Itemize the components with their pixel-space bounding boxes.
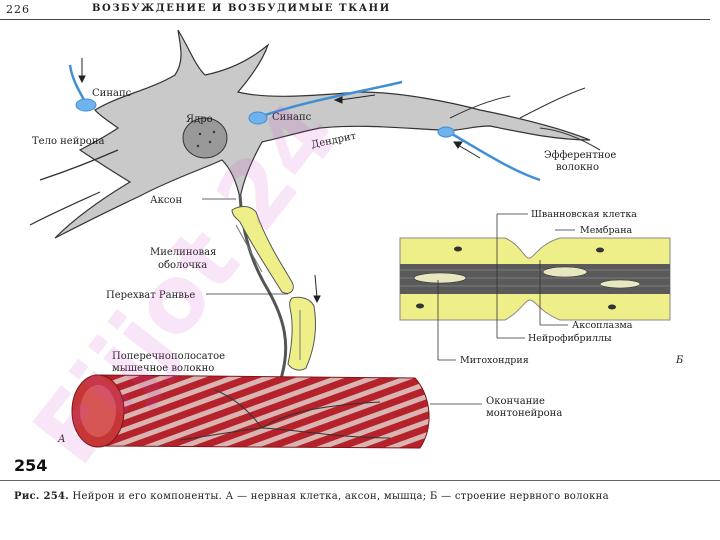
label-myelin-1: Миелиновая	[150, 247, 216, 258]
figure-rule	[0, 480, 720, 481]
myelin-sheath-1	[231, 206, 294, 294]
page-number: 226	[6, 3, 30, 16]
header-rule	[0, 19, 710, 20]
label-schwann: Шванновская клетка	[531, 209, 637, 220]
label-axon: Аксон	[150, 195, 182, 206]
label-synapse-left: Синапс	[92, 88, 132, 99]
caption-prefix: Рис. 254.	[14, 491, 70, 502]
figure-caption: Рис. 254. Нейрон и его компоненты. А — н…	[14, 490, 704, 503]
running-title: ВОЗБУЖДЕНИЕ И ВОЗБУДИМЫЕ ТКАНИ	[92, 3, 391, 14]
leader-lines	[202, 198, 575, 405]
label-ending-1: Окончание	[486, 396, 545, 407]
neuron-soma	[54, 29, 591, 239]
muscle-fiber	[71, 374, 430, 449]
nucleus	[182, 117, 228, 159]
page-header: 226 ВОЗБУЖДЕНИЕ И ВОЗБУДИМЫЕ ТКАНИ	[0, 0, 720, 22]
label-ending-2: монтонейрона	[486, 408, 562, 419]
label-efferent-2: волокно	[556, 162, 599, 173]
label-dendrite: Дендрит	[310, 131, 357, 151]
label-panel-b: Б	[675, 355, 684, 366]
caption-text: Нейрон и его компоненты. А — нервная кле…	[69, 491, 609, 502]
synapse-left	[68, 64, 97, 112]
label-axoplasm: Аксоплазма	[572, 320, 633, 331]
label-membrane: Мембрана	[580, 225, 633, 236]
label-neurofibrils: Нейрофибриллы	[528, 333, 612, 344]
figure-number: 254	[14, 456, 48, 475]
arrow-icons	[78, 58, 481, 304]
label-neuron-body: Тело нейрона	[32, 136, 104, 147]
myelin-sheath-2	[287, 296, 317, 371]
efferent-synapse	[437, 126, 541, 182]
neuron-cell	[29, 29, 601, 239]
label-myelin-2: оболочка	[158, 260, 207, 271]
nerve-fiber-panel	[399, 237, 671, 321]
synapse-right	[248, 80, 403, 125]
label-synapse-right: Синапс	[272, 112, 312, 123]
label-muscle-1: Поперечнополосатое	[112, 351, 225, 362]
label-panel-a: А	[57, 434, 66, 445]
label-efferent-1: Эфферентное	[544, 150, 616, 161]
label-nucleus: Ядро	[186, 114, 213, 125]
label-ranvier: Перехват Ранвье	[106, 290, 195, 301]
neuron-diagram: Синапс Тело нейрона Ядро Синапс Дендрит …	[29, 29, 684, 449]
label-mitochondria: Митохондрия	[460, 355, 529, 366]
label-muscle-2: мышечное волокно	[112, 363, 214, 374]
